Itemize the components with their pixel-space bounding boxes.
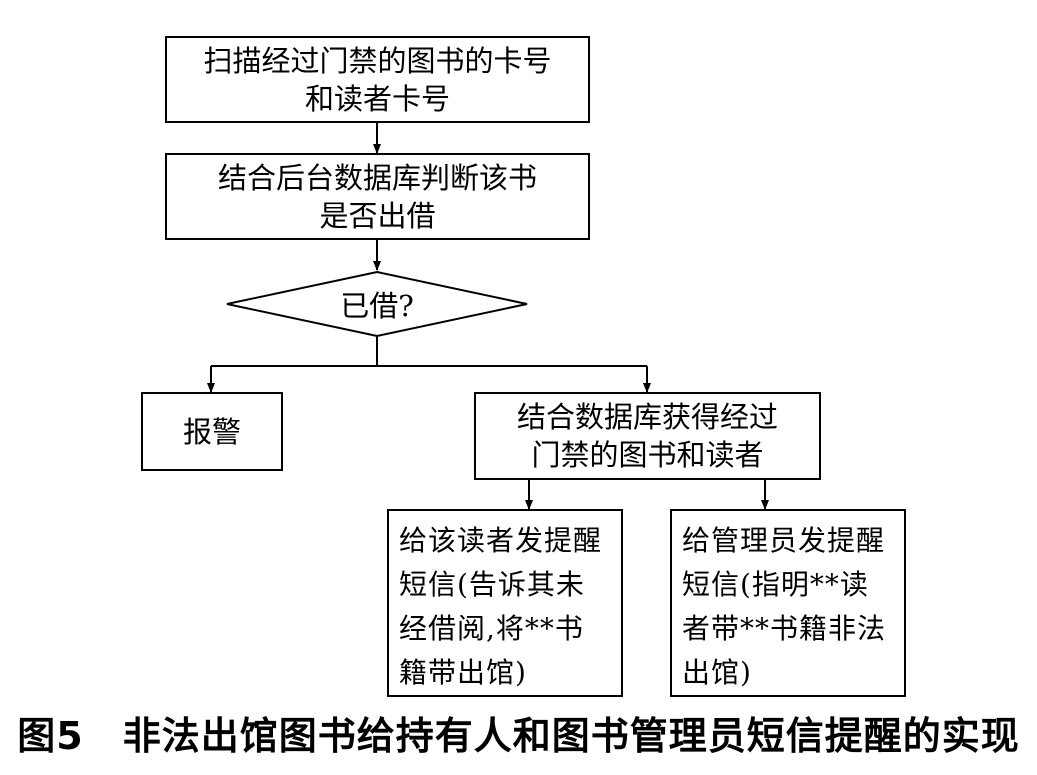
judge-line-2: 是否出借: [319, 198, 436, 233]
alarm-label: 报警: [182, 414, 241, 449]
scan-box: 扫描经过门禁的图书的卡号 和读者卡号: [165, 36, 590, 123]
figure-caption: 图5 非法出馆图书给持有人和图书管理员短信提醒的实现: [17, 714, 1020, 758]
scan-line-2: 和读者卡号: [304, 81, 450, 116]
lookup-line-2: 门禁的图书和读者: [531, 438, 764, 472]
sms-reader-line-3: 经借阅,将**书: [399, 612, 584, 645]
sms-reader-line-2: 短信(告诉其未: [399, 568, 585, 601]
sms-reader-line-4: 籍带出馆): [399, 656, 527, 689]
judge-box: 结合后台数据库判断该书 是否出借: [165, 153, 590, 240]
sms-reader-box: 给该读者发提醒 短信(告诉其未 经借阅,将**书 籍带出馆): [387, 509, 623, 697]
sms-admin-line-2: 短信(指明**读: [682, 568, 869, 601]
lookup-box: 结合数据库获得经过 门禁的图书和读者: [474, 392, 821, 480]
judge-line-1: 结合后台数据库判断该书: [217, 160, 537, 195]
sms-admin-box: 给管理员发提醒 短信(指明**读 者带**书籍非法 出馆): [670, 509, 906, 697]
sms-reader-line-1: 给该读者发提醒: [399, 524, 603, 557]
lookup-line-1: 结合数据库获得经过: [516, 400, 778, 434]
alarm-box: 报警: [141, 392, 283, 471]
sms-admin-line-1: 给管理员发提醒: [682, 524, 886, 557]
scan-line-1: 扫描经过门禁的图书的卡号: [203, 43, 552, 78]
decision-label: 已借?: [340, 289, 414, 323]
sms-admin-line-3: 者带**书籍非法: [682, 612, 887, 645]
sms-admin-line-4: 出馆): [682, 656, 752, 689]
